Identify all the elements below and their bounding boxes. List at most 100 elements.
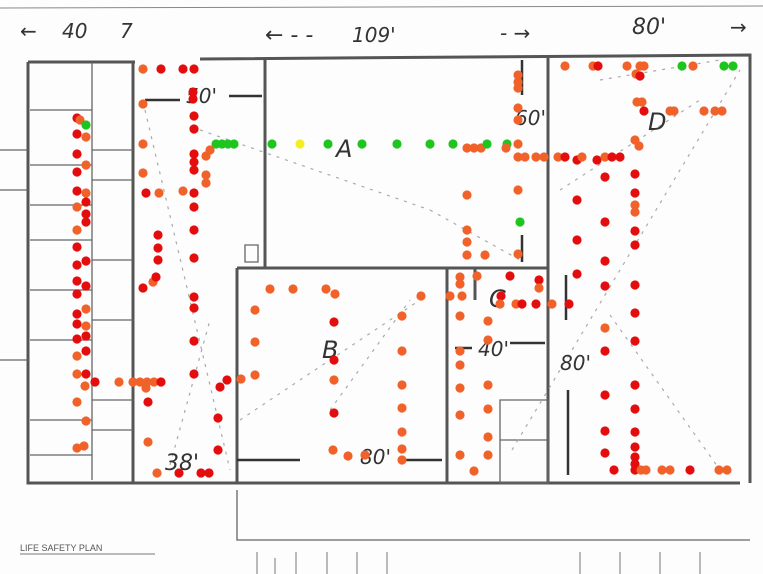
orange-dot-marker — [397, 427, 407, 437]
orange-dot-marker — [534, 283, 544, 293]
orange-dot-marker — [531, 152, 541, 162]
red-dot-marker — [630, 427, 640, 437]
red-dot-marker — [560, 152, 570, 162]
orange-dot-marker — [710, 106, 720, 116]
orange-dot-marker — [657, 465, 667, 475]
orange-dot-marker — [455, 360, 465, 370]
orange-dot-marker — [483, 380, 493, 390]
green-dot-marker — [677, 61, 687, 71]
orange-dot-marker — [483, 404, 493, 414]
red-dot-marker — [630, 380, 640, 390]
red-dot-marker — [138, 283, 148, 293]
orange-dot-marker — [329, 375, 339, 385]
orange-dot-marker — [250, 370, 260, 380]
red-dot-marker — [189, 188, 199, 198]
orange-dot-marker — [513, 249, 523, 259]
orange-dot-marker — [149, 377, 159, 387]
orange-dot-marker — [547, 299, 557, 309]
green-dot-marker — [425, 139, 435, 149]
red-dot-marker — [189, 124, 199, 134]
red-dot-marker — [564, 299, 574, 309]
orange-dot-marker — [600, 152, 610, 162]
orange-dot-marker — [81, 160, 91, 170]
orange-dot-marker — [462, 190, 472, 200]
orange-dot-marker — [513, 139, 523, 149]
orange-dot-marker — [483, 432, 493, 442]
orange-dot-marker — [462, 143, 472, 153]
measurement-dots — [72, 61, 738, 478]
orange-dot-marker — [72, 202, 82, 212]
orange-dot-marker — [455, 279, 465, 289]
red-dot-marker — [572, 269, 582, 279]
orange-dot-marker — [397, 444, 407, 454]
orange-dot-marker — [455, 383, 465, 393]
red-dot-marker — [685, 465, 695, 475]
orange-dot-marker — [455, 272, 465, 282]
orange-dot-marker — [560, 61, 570, 71]
orange-dot-marker — [717, 106, 727, 116]
arrow-right-icon: - → — [500, 21, 530, 45]
red-dot-marker — [81, 369, 91, 379]
orange-dot-marker — [483, 316, 493, 326]
orange-dot-marker — [577, 152, 587, 162]
orange-dot-marker — [397, 403, 407, 413]
orange-dot-marker — [445, 291, 455, 301]
red-dot-marker — [81, 346, 91, 356]
red-dot-marker — [153, 243, 163, 253]
orange-dot-marker — [321, 284, 331, 294]
red-dot-marker — [174, 468, 184, 478]
red-dot-marker — [72, 149, 82, 159]
red-dot-marker — [72, 260, 82, 270]
dim-room-c-width: 40' — [478, 337, 509, 361]
red-dot-marker — [531, 299, 541, 309]
orange-dot-marker — [462, 225, 472, 235]
orange-dot-marker — [72, 351, 82, 361]
red-dot-marker — [189, 157, 199, 167]
red-dot-marker — [505, 271, 515, 281]
grid-ticks — [256, 552, 701, 574]
red-dot-marker — [600, 281, 610, 291]
orange-dot-marker — [81, 188, 91, 198]
arrow-right-icon: → — [730, 15, 747, 39]
green-dot-marker — [719, 61, 729, 71]
orange-dot-marker — [630, 207, 640, 217]
orange-dot-marker — [250, 305, 260, 315]
orange-dot-marker — [328, 445, 338, 455]
green-dot-marker — [728, 61, 738, 71]
interior-walls — [0, 62, 750, 541]
red-dot-marker — [72, 334, 82, 344]
red-dot-marker — [189, 149, 199, 159]
green-dot-marker — [267, 139, 277, 149]
top-border — [0, 5, 763, 9]
walls — [26, 53, 752, 485]
red-dot-marker — [630, 452, 640, 462]
red-dot-marker — [222, 375, 232, 385]
orange-dot-marker — [141, 383, 151, 393]
red-dot-marker — [72, 167, 82, 177]
red-dot-marker — [189, 165, 199, 175]
red-dot-marker — [630, 240, 640, 250]
orange-dot-marker — [469, 466, 479, 476]
orange-dot-marker — [138, 139, 148, 149]
orange-dot-marker — [688, 61, 698, 71]
green-dot-marker — [392, 139, 402, 149]
red-dot-marker — [188, 94, 198, 104]
plan-title: LIFE SAFETY PLAN — [20, 543, 102, 553]
red-dot-marker — [600, 448, 610, 458]
orange-dot-marker — [138, 99, 148, 109]
orange-dot-marker — [462, 250, 472, 260]
orange-dot-marker — [135, 377, 145, 387]
orange-dot-marker — [330, 289, 340, 299]
green-dot-marker — [323, 139, 333, 149]
orange-dot-marker — [457, 291, 467, 301]
orange-dot-marker — [714, 465, 724, 475]
arrow-left-icon: ← - - — [265, 23, 313, 48]
dim-top-middle: 109' — [352, 23, 396, 47]
orange-dot-marker — [81, 321, 91, 331]
orange-dot-marker — [72, 443, 82, 453]
orange-dot-marker — [138, 168, 148, 178]
red-dot-marker — [153, 230, 163, 240]
orange-dot-marker — [495, 299, 505, 309]
red-dot-marker — [196, 468, 206, 478]
